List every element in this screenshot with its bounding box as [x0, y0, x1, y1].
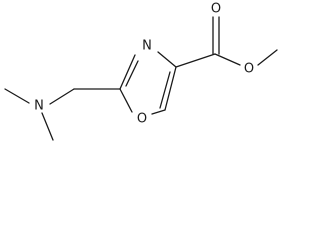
bond-methyl-top-n [4, 88, 30, 104]
atom-label-carbonyl-o: O [211, 2, 221, 17]
bond-n-methyl-bottom [41, 112, 54, 141]
bond-n-ch2 [49, 88, 75, 105]
bond-c2-n3-double-inner [125, 60, 139, 87]
bond-n3-c4 [157, 51, 177, 68]
bond-carbonyl-c-ester-o [214, 53, 241, 66]
bond-o1-c2 [119, 88, 133, 113]
bond-c2-n3-double-outer [119, 54, 136, 90]
bond-c4-c5-double-outer [164, 66, 177, 111]
atom-label-amine-n: N [34, 99, 44, 114]
atom-label-ring-n: N [142, 39, 152, 54]
bond-c4-carbonyl-c [175, 53, 216, 68]
atom-label-ring-o: O [137, 112, 147, 127]
bond-c4-c5-double-inner [159, 71, 171, 109]
bond-ester-o-methyl [257, 49, 278, 66]
chemical-structure: N N O O O [4, 2, 278, 141]
atom-label-ester-o: O [244, 62, 254, 77]
bond-c5-o1 [151, 109, 166, 115]
